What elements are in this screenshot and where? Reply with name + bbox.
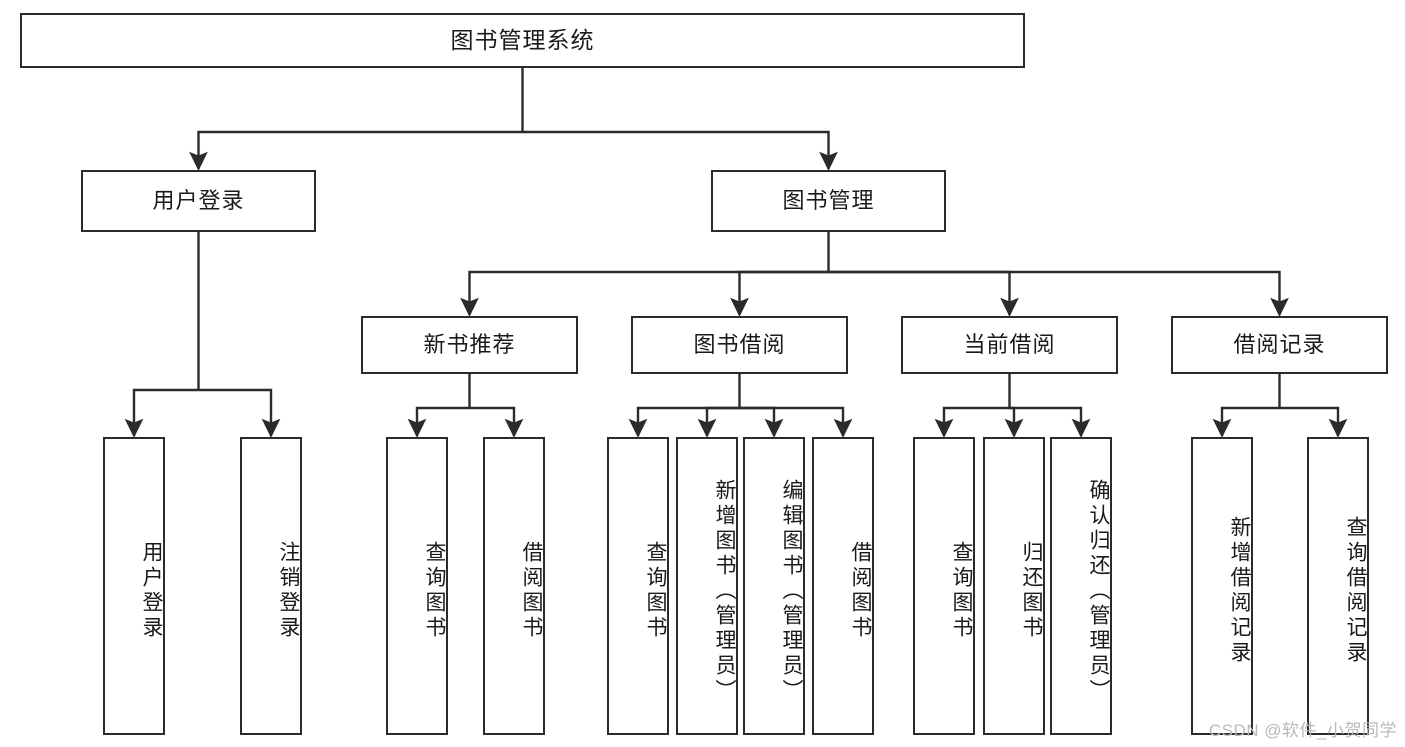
leaf-borrow-book-label: 借阅图书 — [849, 541, 872, 641]
leaf-return-book[interactable]: 归还图书 — [983, 437, 1045, 735]
node-borrow-record-label: 借阅记录 — [1233, 332, 1326, 358]
leaf-query-book[interactable]: 查询图书 — [607, 437, 669, 735]
leaf-return-book-label: 归还图书 — [1020, 541, 1043, 641]
node-current-borrow[interactable]: 当前借阅 — [901, 316, 1118, 374]
node-user-login-label: 用户登录 — [152, 188, 245, 214]
node-root-label: 图书管理系统 — [450, 27, 595, 54]
watermark: CSDN @软件_小贺同学 — [1208, 721, 1397, 740]
leaf-confirm-return-admin-label: 确认归还（管理员） — [1087, 478, 1110, 704]
leaf-query-borrow-record-label: 查询借阅记录 — [1344, 516, 1367, 666]
leaf-confirm-return-admin[interactable]: 确认归还（管理员） — [1050, 437, 1112, 735]
node-book-management[interactable]: 图书管理 — [711, 170, 946, 232]
node-new-book-recommend[interactable]: 新书推荐 — [361, 316, 578, 374]
leaf-add-borrow-record[interactable]: 新增借阅记录 — [1191, 437, 1253, 735]
leaf-add-borrow-record-label: 新增借阅记录 — [1228, 516, 1251, 666]
node-book-management-label: 图书管理 — [782, 188, 875, 214]
leaf-query-book-recommend[interactable]: 查询图书 — [386, 437, 448, 735]
leaf-query-book-label: 查询图书 — [644, 541, 667, 641]
leaf-edit-book-admin[interactable]: 编辑图书（管理员） — [743, 437, 805, 735]
leaf-query-borrow-record[interactable]: 查询借阅记录 — [1307, 437, 1369, 735]
leaf-query-book-current[interactable]: 查询图书 — [913, 437, 975, 735]
leaf-user-login[interactable]: 用户登录 — [103, 437, 165, 735]
node-book-borrow[interactable]: 图书借阅 — [631, 316, 848, 374]
leaf-borrow-book-recommend-label: 借阅图书 — [520, 541, 543, 641]
leaf-user-login-label: 用户登录 — [140, 541, 163, 641]
leaf-borrow-book-recommend[interactable]: 借阅图书 — [483, 437, 545, 735]
leaf-query-book-recommend-label: 查询图书 — [423, 541, 446, 641]
leaf-add-book-admin[interactable]: 新增图书（管理员） — [676, 437, 738, 735]
leaf-query-book-current-label: 查询图书 — [950, 541, 973, 641]
leaf-borrow-book[interactable]: 借阅图书 — [812, 437, 874, 735]
node-user-login[interactable]: 用户登录 — [81, 170, 316, 232]
node-new-book-recommend-label: 新书推荐 — [423, 332, 516, 358]
node-current-borrow-label: 当前借阅 — [963, 332, 1056, 358]
leaf-add-book-admin-label: 新增图书（管理员） — [713, 478, 736, 704]
node-book-borrow-label: 图书借阅 — [693, 332, 786, 358]
leaf-logout[interactable]: 注销登录 — [240, 437, 302, 735]
leaf-logout-label: 注销登录 — [277, 541, 300, 641]
node-root[interactable]: 图书管理系统 — [20, 13, 1025, 68]
node-borrow-record[interactable]: 借阅记录 — [1171, 316, 1388, 374]
leaf-edit-book-admin-label: 编辑图书（管理员） — [780, 478, 803, 704]
